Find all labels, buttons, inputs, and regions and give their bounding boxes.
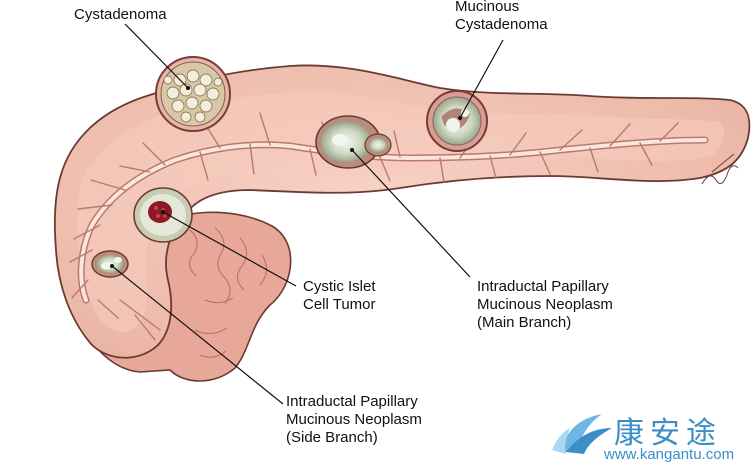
watermark-url: www.kangantu.com [604, 446, 735, 463]
label-ipmn-side-branch: Intraductal Papillary Mucinous Neoplasm … [286, 393, 422, 447]
label-cystic-islet-line1: Cystic Islet [303, 278, 376, 295]
leader-cystadenoma [124, 23, 189, 89]
cystadenoma-lesion [155, 56, 231, 132]
leader-cystic-islet [162, 211, 297, 287]
leader-dots [110, 86, 462, 268]
artist-signature [701, 153, 739, 185]
lobule-texture [189, 227, 267, 358]
label-ipmn-side-line1: Intraductal Papillary [286, 393, 418, 410]
label-mucinous-cystadenoma: Mucinous Cystadenoma [455, 0, 548, 34]
ipmn-main-branch-lesion [315, 115, 392, 169]
leader-ipmn-side [111, 265, 284, 405]
label-cystadenoma: Cystadenoma [74, 6, 167, 23]
cystic-islet-cell-tumor-lesion [133, 187, 193, 243]
label-ipmn-main-line3: (Main Branch) [477, 314, 572, 331]
label-ipmn-main-line2: Mucinous Neoplasm [477, 296, 613, 313]
label-mucinous-line2: Cystadenoma [455, 16, 548, 33]
label-cystic-islet-line2: Cell Tumor [303, 296, 376, 313]
label-mucinous-line1: Mucinous [455, 0, 520, 15]
label-cystic-islet-cell-tumor: Cystic Islet Cell Tumor [303, 278, 376, 314]
kangantu-logo-icon [552, 414, 612, 454]
mucinous-cystadenoma-lesion [426, 90, 488, 152]
watermark-chinese: 康安途 [614, 416, 722, 451]
leader-mucinous-cystadenoma [459, 39, 504, 119]
label-ipmn-main-branch: Intraductal Papillary Mucinous Neoplasm … [477, 278, 613, 332]
label-ipmn-main-line1: Intraductal Papillary [477, 278, 609, 295]
leader-lines [111, 23, 504, 405]
label-ipmn-side-line2: Mucinous Neoplasm [286, 411, 422, 428]
leader-ipmn-main [351, 149, 471, 278]
ipmn-side-branch-lesion [91, 250, 129, 278]
label-ipmn-side-line3: (Side Branch) [286, 429, 378, 446]
